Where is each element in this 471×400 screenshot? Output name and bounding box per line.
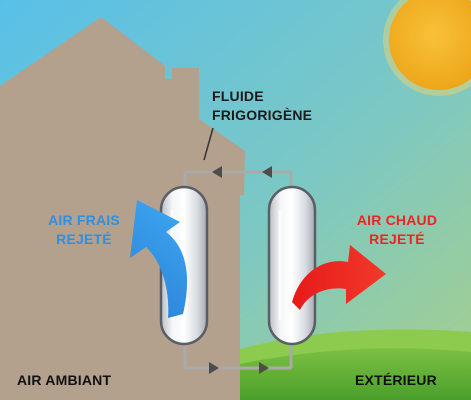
cool-air-label-line-2: REJETÉ (56, 231, 112, 247)
flow-arrows (209, 166, 272, 374)
curved-up-arrow-icon (130, 200, 188, 318)
fluid-pointer-line (203, 127, 214, 161)
flow-arrow-top-right (262, 166, 272, 178)
warm-air-rejected-label: AIR CHAUD REJETÉ (339, 211, 455, 249)
outside-label: EXTÉRIEUR (355, 372, 437, 388)
refrigerant-fluid-label: FLUIDE FRIGORIGÈNE (212, 87, 312, 125)
warm-air-label-line-1: AIR CHAUD (356, 212, 438, 228)
ambient-air-label: AIR AMBIANT (17, 372, 112, 388)
fluid-label-line-1: FLUIDE (212, 88, 264, 104)
flow-arrow-bottom-right (259, 362, 269, 374)
curved-right-arrow-icon (292, 245, 386, 310)
flow-arrow-top-left (212, 166, 222, 178)
sun-icon (383, 0, 471, 96)
cool-air-rejected-label: AIR FRAIS REJETÉ (18, 211, 150, 249)
warm-air-label-line-2: REJETÉ (369, 231, 425, 247)
fluid-label-line-2: FRIGORIGÈNE (212, 107, 313, 123)
right-exchanger-tank (267, 185, 317, 346)
cool-air-label-line-1: AIR FRAIS (48, 212, 120, 228)
flow-arrow-bottom-left (209, 362, 219, 374)
